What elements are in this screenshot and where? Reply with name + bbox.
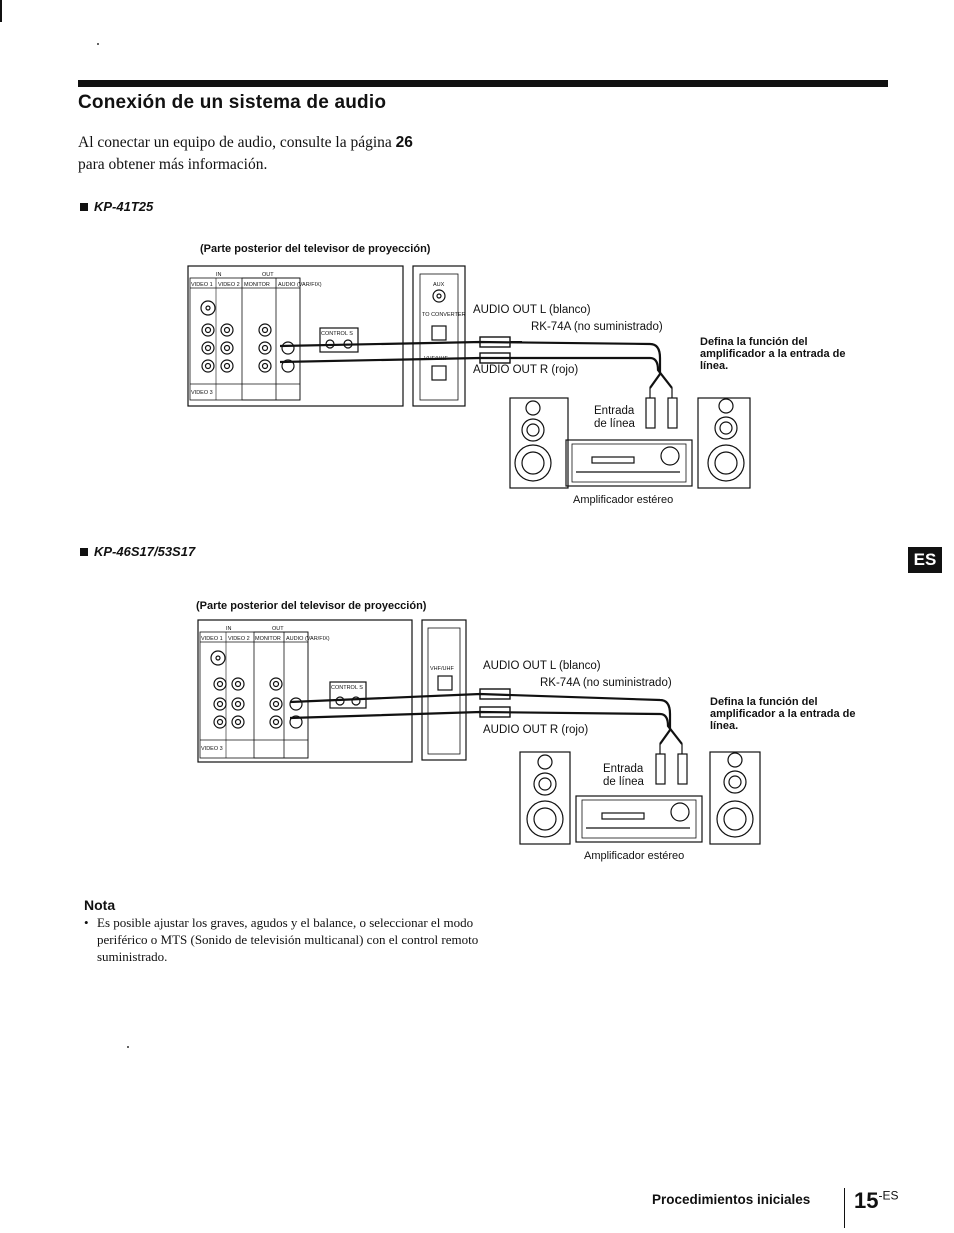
panel-audio-var-label: AUDIO (VAR/FIX) [286,636,330,642]
header-rule [78,80,888,87]
tv-side-panel [421,619,467,761]
audio-out-r-label-1: AUDIO OUT R (rojo) [473,364,579,376]
page-number-value: 15 [854,1188,879,1213]
line-in-label-2: Entrada de línea [603,763,644,788]
left-speaker [519,751,571,845]
page-number-suffix: -ES [878,1188,899,1203]
cable-label-2: RK-74A (no suministrado) [540,677,672,689]
tv-side-panel [412,265,466,407]
left-speaker [509,397,569,489]
model-label: KP-46S17/53S17 [94,544,196,559]
right-speaker [709,751,761,845]
intro-text: Al conectar un equipo de audio, consulte… [78,134,392,151]
line-in-label-1: Entrada de línea [594,405,635,430]
scan-speck [97,43,99,45]
right-speaker [697,397,751,489]
connection-diagram-1: IN OUT VIDEO 1 VIDEO 2 MONITOR AUDIO (VA… [187,265,751,489]
diagram-caption-2: (Parte posterior del televisor de proyec… [196,600,427,612]
panel-monitor-label: MONITOR [255,636,281,642]
amp-caption-1: Amplificador estéreo [573,494,674,506]
page-title: Conexión de un sistema de audio [78,92,387,113]
square-bullet-icon [80,548,88,556]
intro-text-2: para obtener más información. [78,156,268,173]
panel-video2-label: VIDEO 2 [228,636,250,642]
panel-video3-label: VIDEO 3 [201,746,223,752]
panel-monitor-label: MONITOR [244,282,270,288]
panel-video1-label: VIDEO 1 [191,282,213,288]
panel-video1-label: VIDEO 1 [201,636,223,642]
scan-speck [127,1046,129,1048]
footer-divider [844,1188,845,1228]
note-title: Nota [84,897,116,913]
intro-paragraph: Al conectar un equipo de audio, consulte… [78,132,498,176]
diagram-caption-1: (Parte posterior del televisor de proyec… [200,243,431,255]
panel-out-label: OUT [262,272,274,278]
note-text: Es posible ajustar los graves, agudos y … [97,915,479,964]
model-heading-2: KP-46S17/53S17 [80,544,195,559]
panel-audio-var-label: AUDIO (VAR/FIX) [278,282,322,288]
page-number: 15-ES [854,1188,899,1214]
panel-in-label: IN [216,272,222,278]
panel-video3-label: VIDEO 3 [191,390,213,396]
connection-diagram-2: IN OUT VIDEO 1 VIDEO 2 MONITOR AUDIO (VA… [197,619,761,845]
amp-note-1: Defina la función del amplificador a la … [700,336,846,372]
footer-section-title: Procedimientos iniciales [652,1192,811,1207]
intro-page-ref: 26 [395,134,413,151]
amp-note-2: Defina la función del amplificador a la … [710,696,856,732]
panel-aux-label: AUX [433,282,445,288]
panel-in-label: IN [226,626,232,632]
scan-edge-mark [0,0,2,22]
tv-rear-panel [187,265,404,407]
audio-out-r-label-2: AUDIO OUT R (rojo) [483,724,589,736]
panel-to-converter-label: TO CONVERTER [422,312,466,318]
cable-label-1: RK-74A (no suministrado) [531,321,663,333]
panel-vhf-uhf-label: VHF/UHF [424,356,448,362]
model-heading-1: KP-41T25 [80,199,153,214]
audio-out-l-label-2: AUDIO OUT L (blanco) [483,660,601,672]
note-item: • Es posible ajustar los graves, agudos … [84,914,484,965]
bullet: • [84,915,89,930]
stereo-amplifier [565,439,693,487]
model-label: KP-41T25 [94,199,154,214]
square-bullet-icon [80,203,88,211]
panel-control-s-label: CONTROL S [321,331,353,337]
panel-vhf-uhf-label: VHF/UHF [430,666,454,672]
stereo-amplifier [575,795,703,843]
panel-video2-label: VIDEO 2 [218,282,240,288]
amp-caption-2: Amplificador estéreo [584,850,685,862]
panel-control-s-label: CONTROL S [331,685,363,691]
audio-out-l-label-1: AUDIO OUT L (blanco) [473,304,591,316]
tv-rear-panel [197,619,413,763]
panel-out-label: OUT [272,626,284,632]
language-tab: ES [908,547,942,573]
